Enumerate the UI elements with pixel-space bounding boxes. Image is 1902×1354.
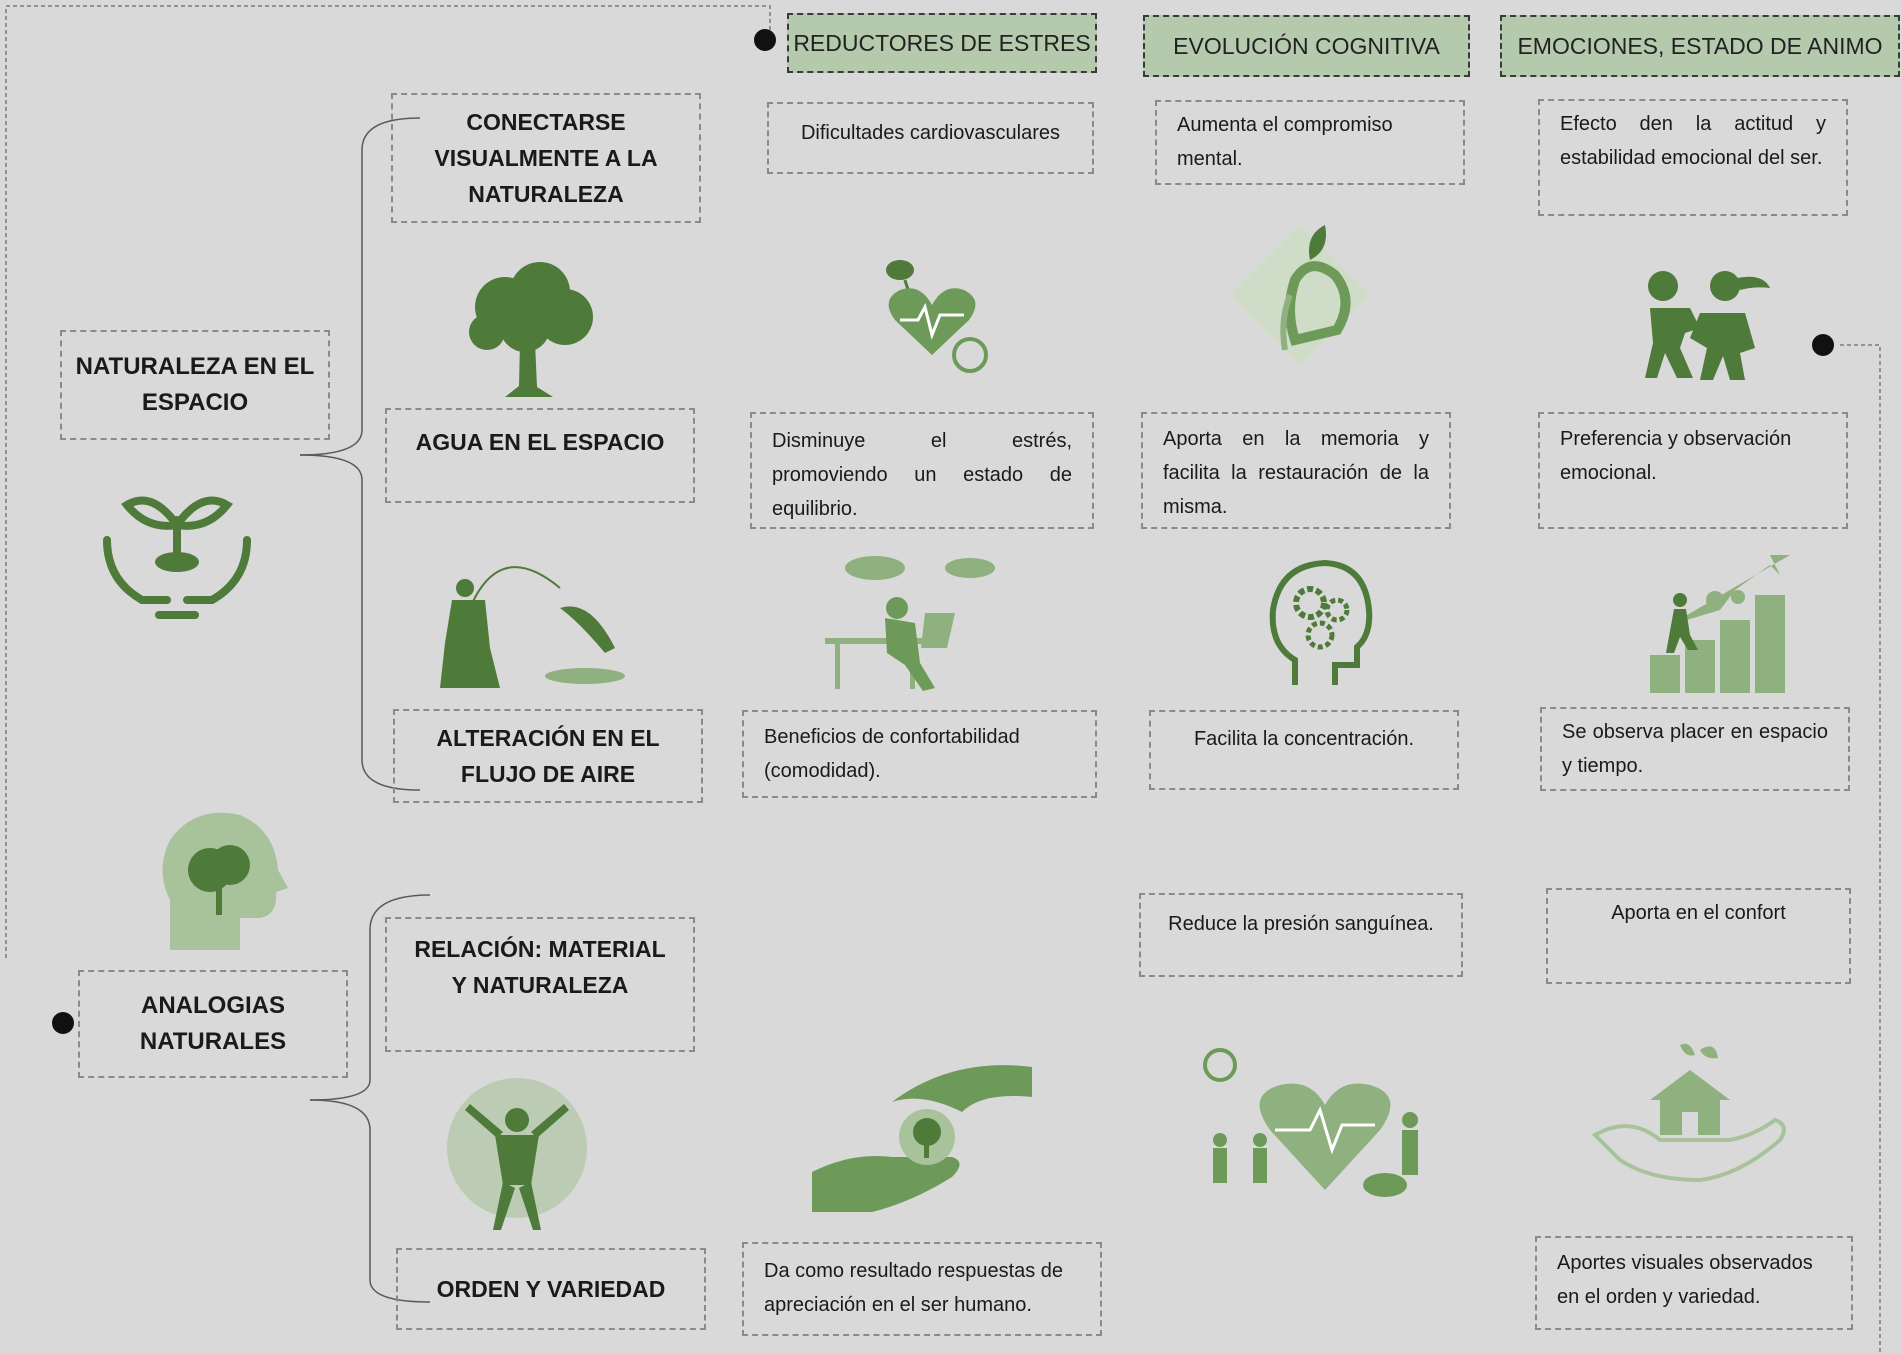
header-cognitive: EVOLUCIÓN COGNITIVA — [1143, 15, 1470, 77]
header-emotions: EMOCIONES, ESTADO DE ANIMO — [1500, 15, 1900, 77]
head-gears-icon — [1269, 559, 1373, 685]
emotions-row-3: Se observa placer en espacio y tiempo. — [1540, 707, 1850, 791]
brace-naturaleza-top — [299, 117, 421, 456]
growth-stairs-icon — [1650, 555, 1790, 693]
cognitive-row-3: Facilita la concentración. — [1149, 710, 1459, 790]
emotions-row-5: Aportes visuales observados en el orden … — [1535, 1236, 1853, 1330]
sub-orden: ORDEN Y VARIEDAD — [396, 1248, 706, 1330]
emotions-row-2: Preferencia y observación emocional. — [1538, 412, 1848, 529]
stress-row-1: Dificultades cardiovasculares — [767, 102, 1094, 174]
heart-stethoscope-icon — [886, 260, 988, 373]
sub-agua: AGUA EN EL ESPACIO — [385, 408, 695, 503]
stress-row-5: Da como resultado respuestas de apreciac… — [742, 1242, 1102, 1336]
analogias-dot — [52, 1012, 74, 1034]
cognitive-row-1: Aumenta el compromiso mental. — [1155, 100, 1465, 185]
sub-relacion: RELACIÓN: MATERIAL Y NATURALEZA — [385, 917, 695, 1052]
brace-naturaleza-bottom — [299, 454, 421, 791]
hand-house-icon — [1591, 1043, 1786, 1183]
cognitive-row-2: Aporta en la memoria y facilita la resta… — [1141, 412, 1451, 529]
category-analogias: ANALOGIAS NATURALES — [78, 970, 348, 1078]
sprout-hands-icon — [103, 496, 251, 619]
fishing-icon — [440, 566, 625, 688]
heart-doctors-icon — [1203, 1048, 1418, 1197]
brain-leaf-icon — [1230, 225, 1370, 365]
sub-conectarse: CONECTARSE VISUALMENTE A LA NATURALEZA — [391, 93, 701, 223]
dancing-kids-icon — [1645, 271, 1770, 380]
sub-aire: ALTERACIÓN EN EL FLUJO DE AIRE — [393, 709, 703, 803]
stress-row-3: Beneficios de confortabilidad (comodidad… — [742, 710, 1097, 798]
hands-globe-icon — [812, 1065, 1032, 1212]
stress-row-2: Disminuye el estrés, promoviendo un esta… — [750, 412, 1094, 529]
brace-analogias-top — [309, 894, 431, 1101]
category-naturaleza: NATURALEZA EN EL ESPACIO — [60, 330, 330, 440]
cognitive-row-4: Reduce la presión sanguínea. — [1139, 893, 1463, 977]
emotions-row-4: Aporta en el confort — [1546, 888, 1851, 984]
emotions-row-1: Efecto den la actitud y estabilidad emoc… — [1538, 99, 1848, 216]
header-dot — [754, 29, 776, 51]
header-stress: REDUCTORES DE ESTRES — [787, 13, 1097, 73]
emotions-dot — [1812, 334, 1834, 356]
stressed-worker-icon — [825, 556, 995, 691]
nature-man-icon — [447, 1078, 587, 1230]
head-tree-icon — [162, 812, 288, 950]
tree-icon — [469, 262, 593, 397]
outer-connector — [5, 5, 771, 958]
